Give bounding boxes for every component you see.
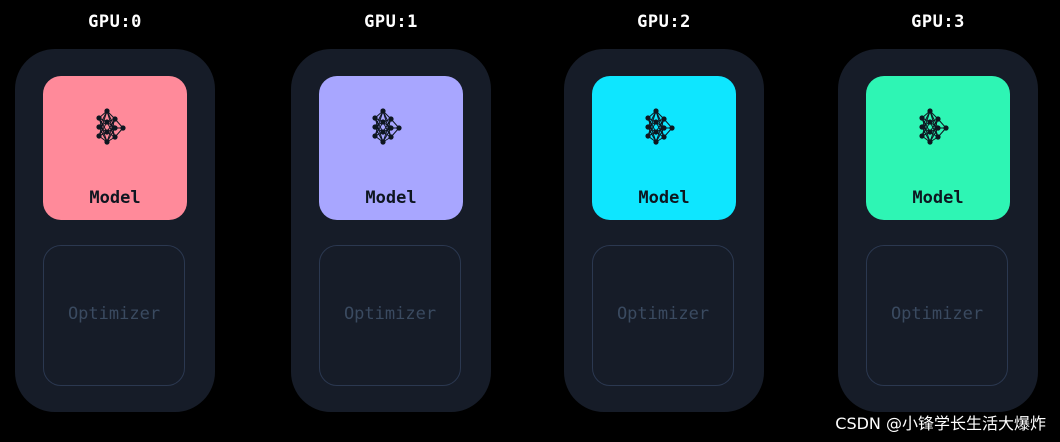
optimizer-label: Optimizer	[67, 304, 161, 324]
gpu-column-3: GPU:3 Model Optimizer	[838, 0, 1038, 442]
gpu-label: GPU:3	[911, 12, 965, 32]
model-block: Model	[866, 76, 1010, 220]
gpu-card: Model Optimizer	[291, 49, 491, 412]
gpu-column-0: GPU:0 Model Optimizer	[15, 0, 215, 442]
gpu-card: Model Optimizer	[838, 49, 1038, 412]
neural-network-icon	[645, 108, 675, 145]
watermark: CSDN @小锋学长生活大爆炸	[835, 414, 1046, 433]
gpu-column-1: GPU:1 Model Optimizer	[291, 0, 491, 442]
optimizer-label: Optimizer	[343, 304, 437, 324]
model-block: Model	[43, 76, 187, 220]
model-label: Model	[365, 188, 417, 208]
gpu-card: Model Optimizer	[15, 49, 215, 412]
optimizer-block: Optimizer	[592, 245, 734, 386]
optimizer-label: Optimizer	[890, 304, 984, 324]
optimizer-block: Optimizer	[319, 245, 461, 386]
gpu-label: GPU:2	[637, 12, 691, 32]
optimizer-block: Optimizer	[866, 245, 1008, 386]
optimizer-label: Optimizer	[616, 304, 710, 324]
neural-network-icon	[372, 108, 402, 145]
gpu-column-2: GPU:2 Model Optimizer	[564, 0, 764, 442]
optimizer-block: Optimizer	[43, 245, 185, 386]
model-block: Model	[592, 76, 736, 220]
gpu-label: GPU:1	[364, 12, 418, 32]
model-label: Model	[912, 188, 964, 208]
neural-network-icon	[919, 108, 949, 145]
gpu-label: GPU:0	[88, 12, 142, 32]
gpu-card: Model Optimizer	[564, 49, 764, 412]
neural-network-icon	[96, 108, 126, 145]
model-label: Model	[638, 188, 690, 208]
model-label: Model	[89, 188, 141, 208]
model-block: Model	[319, 76, 463, 220]
